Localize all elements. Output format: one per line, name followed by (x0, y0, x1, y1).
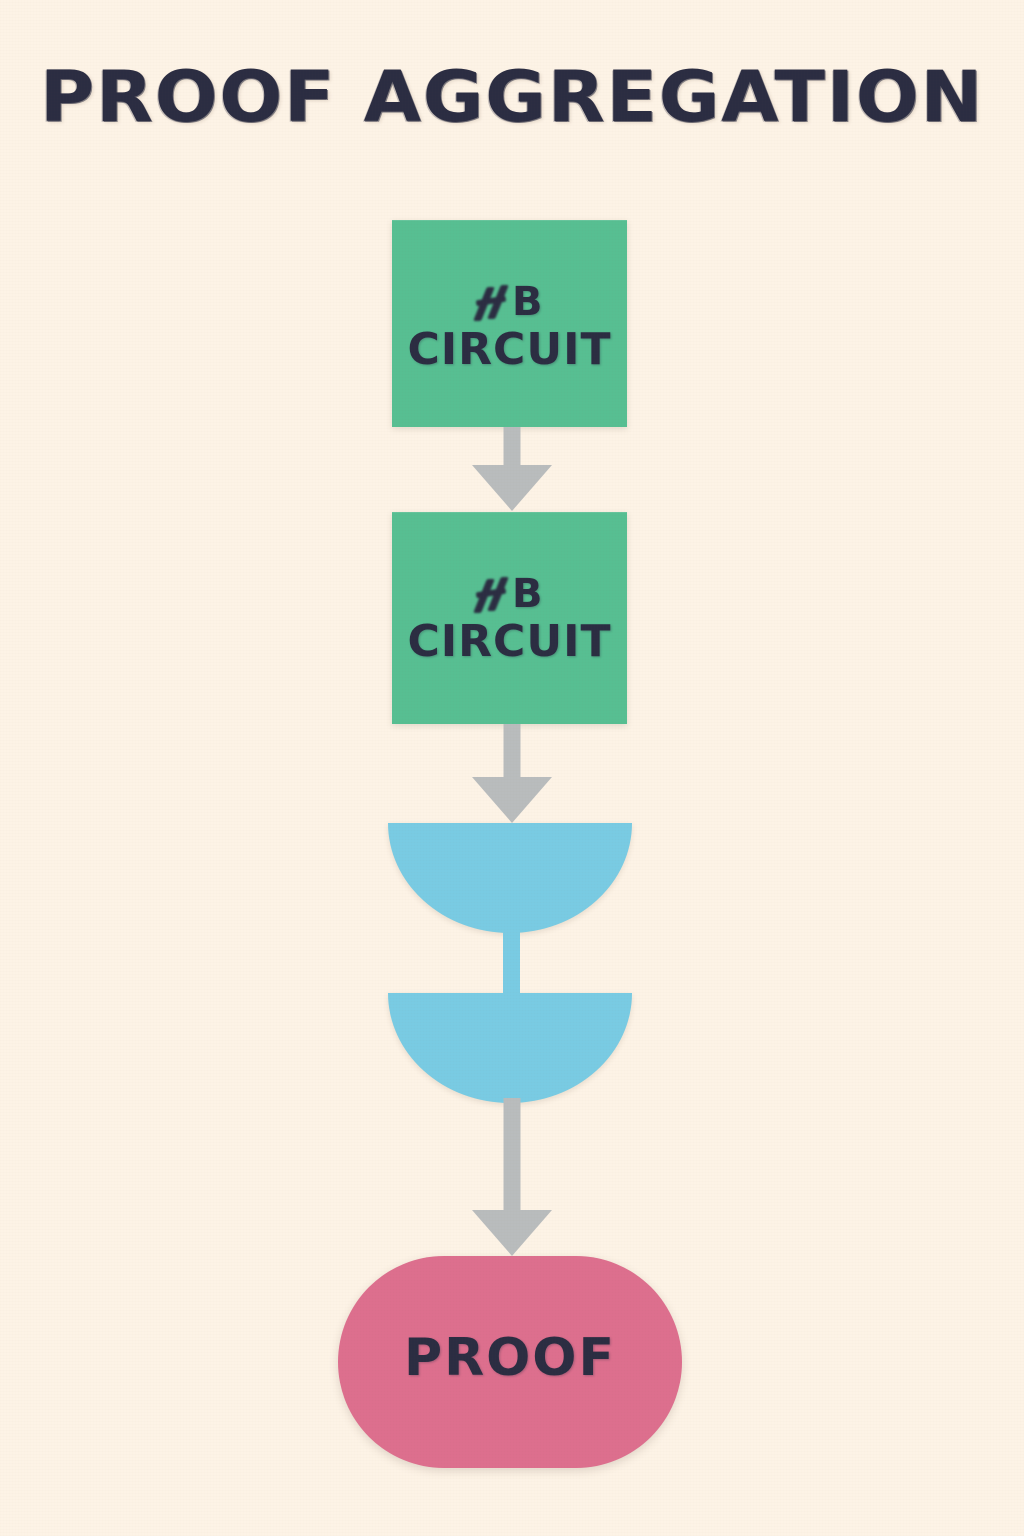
arrow-head-icon (472, 1210, 552, 1256)
node-circuit-2-line1: B (392, 574, 627, 615)
connector-arrow-3 (462, 1098, 562, 1256)
hash-smudge-icon (473, 285, 510, 321)
node-circuit-1[interactable]: B CIRCUIT (392, 220, 627, 427)
page-title: PROOF AGGREGATION (39, 56, 985, 138)
hash-smudge-icon (473, 577, 510, 613)
arrow-shaft (503, 724, 521, 781)
arrow-head-icon (472, 465, 552, 511)
connector-link-1 (503, 928, 520, 996)
node-proof-label: PROOF (403, 1328, 617, 1388)
node-circuit-2[interactable]: B CIRCUIT (392, 512, 627, 724)
node-proof[interactable]: PROOF (338, 1256, 682, 1468)
connector-arrow-2 (462, 724, 562, 823)
connector-arrow-1 (462, 427, 562, 511)
node-circuit-1-line1: B (392, 282, 627, 323)
node-circuit-1-line2: CIRCUIT (407, 324, 612, 375)
node-aggregator-2[interactable] (388, 993, 632, 1103)
node-aggregator-1[interactable] (388, 823, 632, 933)
arrow-shaft (503, 1098, 521, 1214)
node-circuit-2-line2: CIRCUIT (407, 616, 612, 667)
arrow-shaft (503, 427, 521, 471)
arrow-head-icon (472, 777, 552, 823)
